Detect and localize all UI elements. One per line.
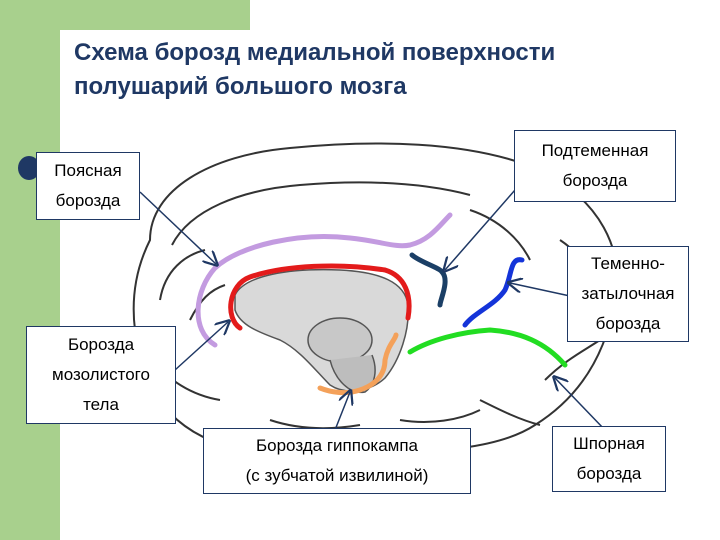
- calcarine-sulcus-label: Шпорная борозда: [552, 426, 666, 492]
- hippocampal-label-line-1: Борозда гиппокампа: [204, 431, 470, 461]
- corpus-callosum-label-line-1: Борозда: [27, 330, 175, 360]
- hippocampal-sulcus-label: Борозда гиппокампа (с зубчатой извилиной…: [203, 428, 471, 494]
- parieto-occipital-label-line-1: Теменно-: [568, 249, 688, 279]
- calcarine-label-line-1: Шпорная: [553, 429, 665, 459]
- cingulate-label-line-1: Поясная: [37, 156, 139, 186]
- cingulate-sulcus-label: Поясная борозда: [36, 152, 140, 220]
- parieto-occipital-label-line-3: борозда: [568, 309, 688, 339]
- subparietal-sulcus-label: Подтеменная борозда: [514, 130, 676, 202]
- hippocampal-label-line-2: (с зубчатой извилиной): [204, 461, 470, 491]
- calcarine-label-line-2: борозда: [553, 459, 665, 489]
- cingulate-label-line-2: борозда: [37, 186, 139, 216]
- parieto-occipital-sulcus-label: Теменно- затылочная борозда: [567, 246, 689, 342]
- corpus-callosum-sulcus-label: Борозда мозолистого тела: [26, 326, 176, 424]
- subparietal-label-line-2: борозда: [515, 166, 675, 196]
- subparietal-label-line-1: Подтеменная: [515, 136, 675, 166]
- parieto-occipital-label-line-2: затылочная: [568, 279, 688, 309]
- thalamus-shape: [308, 318, 372, 362]
- subparietal-sulcus: [412, 255, 445, 305]
- calcarine-sulcus: [410, 330, 565, 365]
- corpus-callosum-label-line-2: мозолистого: [27, 360, 175, 390]
- parieto-occipital-sulcus: [465, 260, 522, 325]
- corpus-callosum-label-line-3: тела: [27, 390, 175, 420]
